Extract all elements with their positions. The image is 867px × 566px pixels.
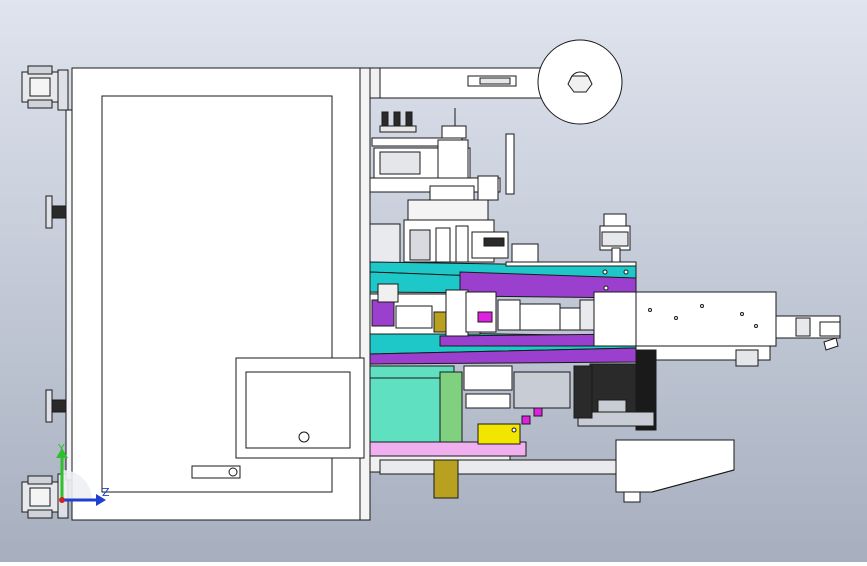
- control-panel-box: [235, 357, 365, 459]
- top-reel-arm: [369, 67, 549, 99]
- main-cabinet: [71, 67, 371, 521]
- material-reel-disc: [537, 39, 623, 125]
- upper-tapered-plates: [369, 261, 637, 299]
- lower-tapered-plates: [369, 331, 637, 365]
- frame-side-rail: [65, 109, 73, 481]
- triad-z-label: Z: [102, 486, 110, 499]
- central-mechanism: [369, 283, 601, 337]
- angled-support-bracket: [615, 439, 735, 503]
- mid-upper-assembly: [369, 219, 539, 265]
- middle-lower-parts: [463, 365, 571, 445]
- upper-mechanism: [369, 108, 515, 221]
- heat-sink-module: [573, 349, 657, 431]
- triad-y-label: Y: [57, 442, 65, 455]
- linear-slide-module: [593, 291, 841, 367]
- coordinate-triad: Y Z: [56, 442, 110, 506]
- top-caster-wheel: [21, 65, 69, 111]
- servo-motor: [599, 213, 631, 265]
